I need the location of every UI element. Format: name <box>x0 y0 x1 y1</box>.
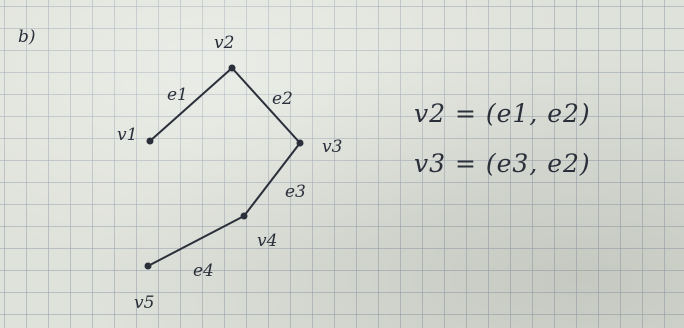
edge-e2 <box>231 67 301 144</box>
edge-label-e2: e2 <box>272 89 293 109</box>
vertex-label-v1: v1 <box>117 125 137 145</box>
vertex-v4 <box>240 212 248 220</box>
page-label: b) <box>18 27 36 47</box>
vertex-v1 <box>146 137 154 145</box>
vertex-label-v5: v5 <box>134 293 154 313</box>
edge-e1 <box>149 67 233 142</box>
edge-e3 <box>243 142 301 217</box>
vertex-v3 <box>296 139 304 147</box>
edge-e4 <box>147 215 245 267</box>
edge-label-e1: e1 <box>167 85 188 105</box>
equation-v2: v2 = (e1, e2) <box>414 99 591 128</box>
vertex-label-v3: v3 <box>322 137 342 157</box>
vertex-v5 <box>144 262 152 270</box>
edge-label-e4: e4 <box>193 261 214 281</box>
equation-v3: v3 = (e3, e2) <box>414 149 591 178</box>
edge-label-e3: e3 <box>285 182 306 202</box>
vertex-label-v2: v2 <box>214 33 234 53</box>
vertex-label-v4: v4 <box>257 231 277 251</box>
vertex-v2 <box>228 64 236 72</box>
